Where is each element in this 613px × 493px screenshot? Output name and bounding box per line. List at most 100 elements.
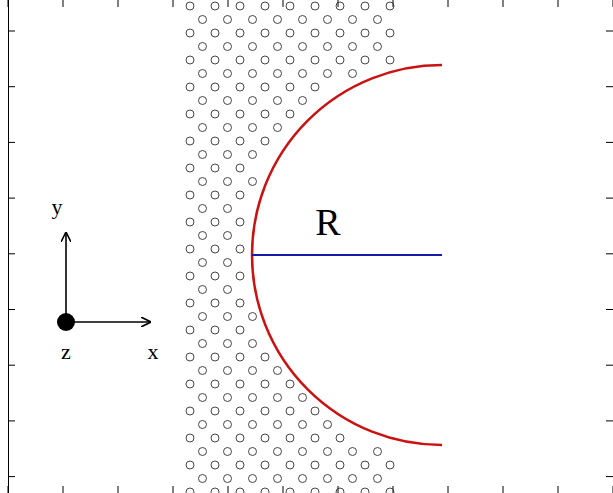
hole xyxy=(199,394,207,402)
tick xyxy=(283,486,284,493)
hole xyxy=(324,448,332,456)
hole xyxy=(249,394,257,402)
hole xyxy=(249,448,257,456)
tick xyxy=(558,0,559,7)
tick xyxy=(448,486,449,493)
hole xyxy=(199,97,207,105)
hole xyxy=(349,16,357,24)
hole xyxy=(236,191,244,199)
hole xyxy=(299,97,307,105)
hole xyxy=(324,421,332,429)
hole xyxy=(286,380,294,388)
hole xyxy=(199,151,207,159)
hole xyxy=(299,448,307,456)
hole xyxy=(236,2,244,10)
hole xyxy=(224,205,232,213)
hole xyxy=(261,434,269,442)
hole xyxy=(199,340,207,348)
hole xyxy=(274,421,282,429)
hole xyxy=(224,421,232,429)
hole xyxy=(286,488,294,493)
hole xyxy=(224,178,232,186)
hole xyxy=(186,164,194,172)
hole xyxy=(199,421,207,429)
tick xyxy=(606,31,613,32)
hole xyxy=(349,448,357,456)
tick xyxy=(606,309,613,310)
hole xyxy=(274,70,282,78)
hole xyxy=(249,43,257,51)
hole xyxy=(211,380,219,388)
hole xyxy=(311,56,319,64)
hole xyxy=(186,245,194,253)
hole xyxy=(211,110,219,118)
hole xyxy=(211,299,219,307)
hole xyxy=(236,272,244,280)
hole xyxy=(249,16,257,24)
hole xyxy=(199,205,207,213)
hole xyxy=(299,394,307,402)
hole xyxy=(386,56,394,64)
hole xyxy=(211,2,219,10)
tick xyxy=(338,0,339,7)
hole xyxy=(236,461,244,469)
hole xyxy=(299,475,307,483)
hole xyxy=(186,218,194,226)
tick xyxy=(606,420,613,421)
hole xyxy=(249,475,257,483)
hole xyxy=(186,299,194,307)
radius-line xyxy=(252,254,442,256)
hole xyxy=(249,97,257,105)
hole xyxy=(186,380,194,388)
tick xyxy=(606,476,613,477)
hole xyxy=(224,124,232,132)
tick xyxy=(558,486,559,493)
hole xyxy=(211,29,219,37)
hole xyxy=(224,313,232,321)
lattice-holes xyxy=(186,2,394,493)
tick xyxy=(8,486,9,493)
hole xyxy=(261,2,269,10)
hole xyxy=(199,259,207,267)
tick xyxy=(606,365,613,366)
hole xyxy=(286,407,294,415)
hole xyxy=(211,326,219,334)
hole xyxy=(186,461,194,469)
hole xyxy=(236,164,244,172)
hole xyxy=(311,29,319,37)
hole xyxy=(311,2,319,10)
hole xyxy=(249,313,257,321)
tick xyxy=(606,86,613,87)
hole xyxy=(224,151,232,159)
hole xyxy=(261,380,269,388)
hole xyxy=(224,43,232,51)
hole xyxy=(324,43,332,51)
hole xyxy=(186,137,194,145)
hole xyxy=(286,110,294,118)
tick xyxy=(8,253,15,254)
hole xyxy=(336,56,344,64)
axis-ticks xyxy=(8,0,613,493)
hole xyxy=(274,448,282,456)
hole xyxy=(199,367,207,375)
hole xyxy=(211,164,219,172)
hole xyxy=(199,232,207,240)
hole xyxy=(211,434,219,442)
z-axis-dot xyxy=(57,313,75,331)
hole xyxy=(236,434,244,442)
hole xyxy=(236,110,244,118)
hole xyxy=(186,56,194,64)
hole xyxy=(361,2,369,10)
hole xyxy=(261,83,269,91)
hole xyxy=(186,353,194,361)
tick xyxy=(503,486,504,493)
hole xyxy=(186,83,194,91)
hole xyxy=(349,475,357,483)
tick xyxy=(228,486,229,493)
hole xyxy=(236,245,244,253)
hole xyxy=(186,326,194,334)
axis-label: z xyxy=(61,341,71,363)
tick xyxy=(606,198,613,199)
hole xyxy=(211,137,219,145)
